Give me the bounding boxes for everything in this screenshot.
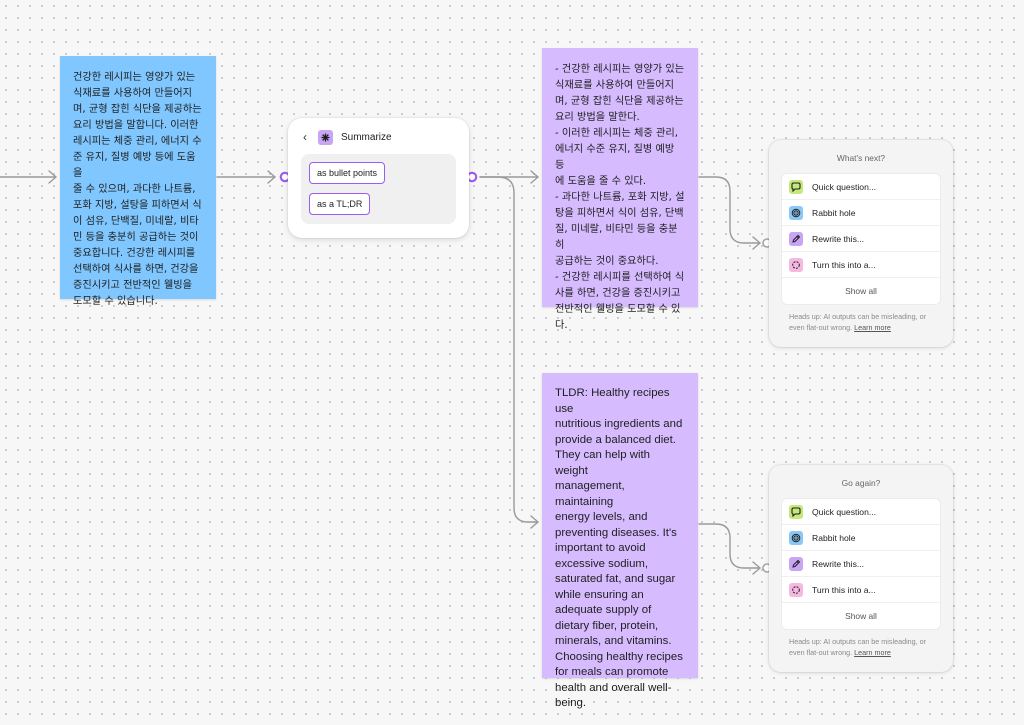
menu-title: What's next? xyxy=(836,153,886,163)
disclaimer-text: Heads up: AI outputs can be misleading, … xyxy=(789,312,927,332)
go-again-menu: Go again? Quick question... Rabbit hole … xyxy=(769,465,953,672)
action-list: Quick question... Rabbit hole Rewrite th… xyxy=(781,498,941,630)
whats-next-menu: What's next? Quick question... Rabbit ho… xyxy=(769,140,953,347)
quick-question-item[interactable]: Quick question... xyxy=(782,174,940,200)
item-label: Turn this into a... xyxy=(812,259,876,270)
item-label: Rewrite this... xyxy=(812,558,865,569)
summarize-card: ‹ Summarize as bullet points as a TL;DR xyxy=(288,118,469,238)
summarize-title: Summarize xyxy=(341,131,392,143)
bullet-points-option[interactable]: as bullet points xyxy=(309,162,386,184)
tldr-sticky-note[interactable]: TLDR: Healthy recipes use nutritious ing… xyxy=(542,373,698,709)
item-label: Turn this into a... xyxy=(812,584,876,595)
item-label: Quick question... xyxy=(812,506,877,517)
shuffle-icon xyxy=(789,257,803,272)
pencil-icon xyxy=(789,556,803,571)
tldr-option[interactable]: as a TL;DR xyxy=(309,193,371,215)
item-label: Rabbit hole xyxy=(812,532,856,543)
spiral-icon xyxy=(789,205,803,220)
chevron-left-icon[interactable]: ‹ xyxy=(303,130,307,144)
ai-disclaimer: Heads up: AI outputs can be misleading, … xyxy=(789,312,941,333)
rewrite-item[interactable]: Rewrite this... xyxy=(782,226,940,252)
item-label: Rabbit hole xyxy=(812,207,856,218)
speech-bubble-icon xyxy=(789,179,803,194)
pencil-icon xyxy=(789,231,803,246)
quick-question-item[interactable]: Quick question... xyxy=(782,499,940,525)
connector-summarize-to-tldr xyxy=(479,176,539,523)
summarize-options-panel: as bullet points as a TL;DR xyxy=(301,154,456,224)
learn-more-link[interactable]: Learn more xyxy=(854,647,891,657)
spiral-icon xyxy=(789,530,803,545)
connector-tldr-to-menu xyxy=(698,523,761,569)
source-sticky-note[interactable]: 건강한 레시피는 영양가 있는 식재료를 사용하여 만들어지 며, 균형 잡힌 … xyxy=(60,56,216,307)
speech-bubble-icon xyxy=(789,504,803,519)
rabbit-hole-item[interactable]: Rabbit hole xyxy=(782,200,940,226)
ai-disclaimer: Heads up: AI outputs can be misleading, … xyxy=(789,637,941,658)
turn-into-item[interactable]: Turn this into a... xyxy=(782,252,940,278)
item-label: Rewrite this... xyxy=(812,233,865,244)
show-all-button[interactable]: Show all xyxy=(845,286,877,296)
learn-more-link[interactable]: Learn more xyxy=(854,322,891,332)
show-all-button[interactable]: Show all xyxy=(845,611,877,621)
disclaimer-text: Heads up: AI outputs can be misleading, … xyxy=(789,637,927,657)
sparkle-icon xyxy=(318,129,333,145)
rabbit-hole-item[interactable]: Rabbit hole xyxy=(782,525,940,551)
connector-bullets-to-menu xyxy=(698,176,761,244)
turn-into-item[interactable]: Turn this into a... xyxy=(782,577,940,603)
shuffle-icon xyxy=(789,582,803,597)
action-list: Quick question... Rabbit hole Rewrite th… xyxy=(781,173,941,305)
item-label: Quick question... xyxy=(812,181,877,192)
menu-title: Go again? xyxy=(841,478,881,488)
rewrite-item[interactable]: Rewrite this... xyxy=(782,551,940,577)
bullet-summary-sticky-note[interactable]: - 건강한 레시피는 영양가 있는 식재료를 사용하여 만들어지 며, 균형 잡… xyxy=(542,48,698,331)
summarize-header: ‹ Summarize xyxy=(300,128,392,146)
